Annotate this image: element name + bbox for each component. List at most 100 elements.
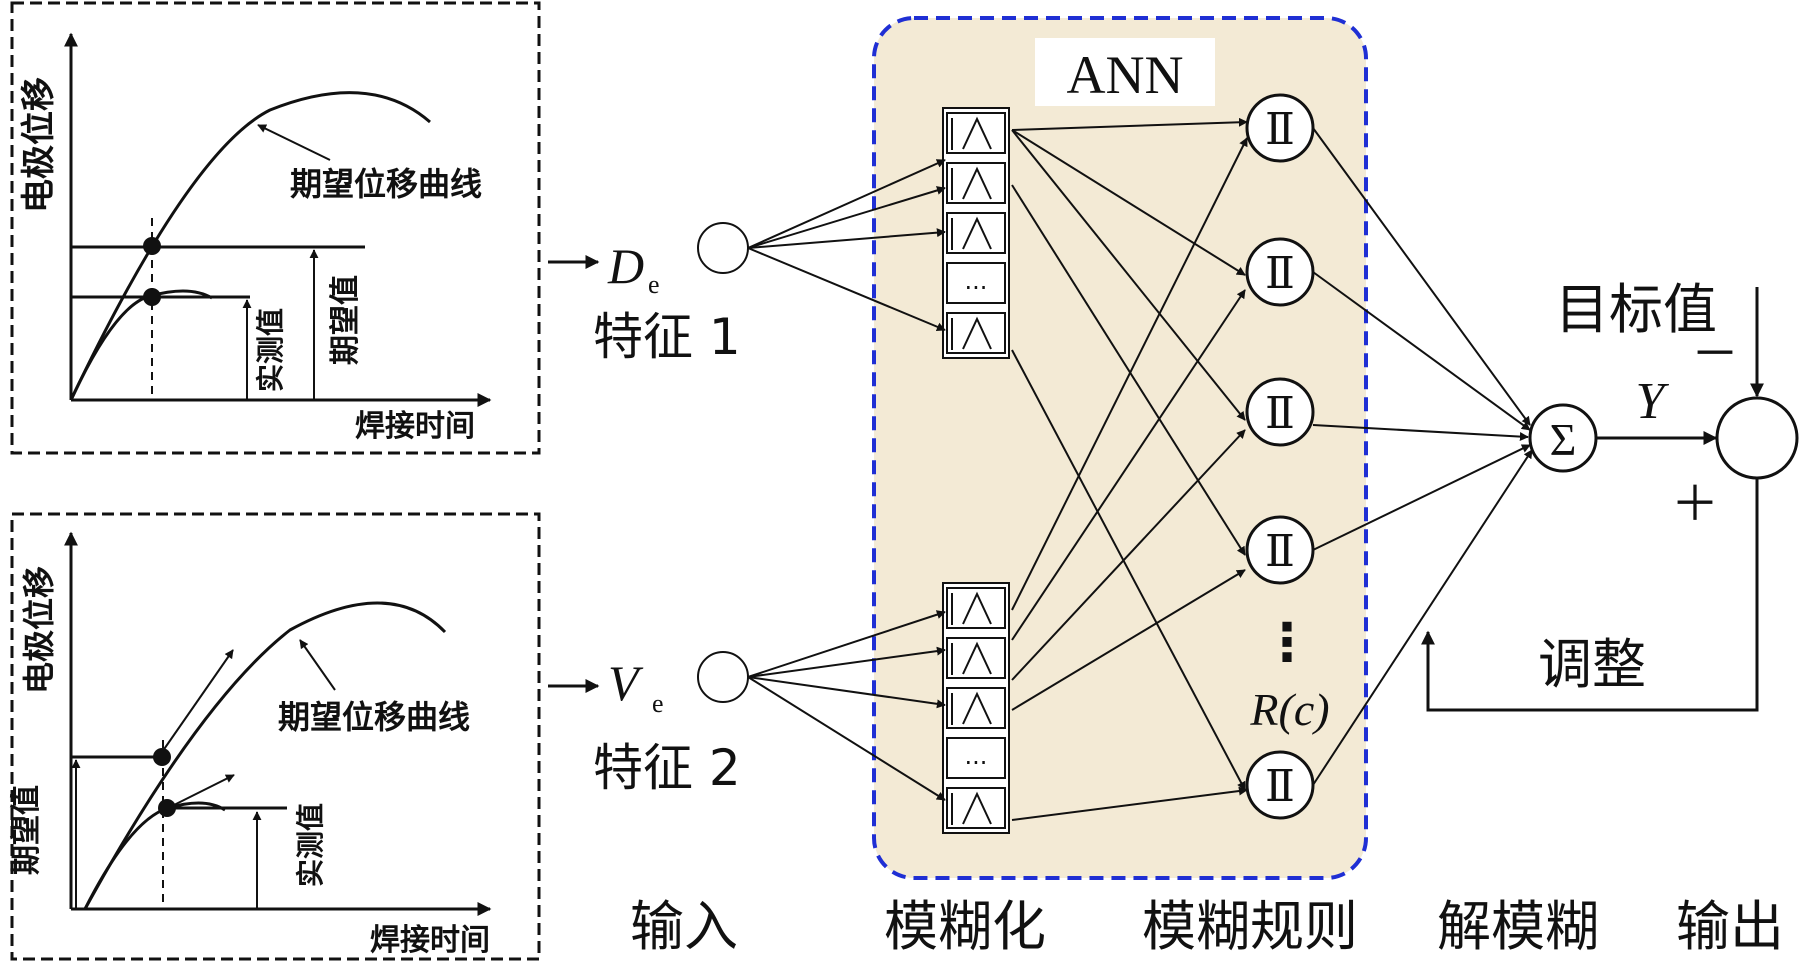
bottom-measured-curve bbox=[83, 801, 226, 910]
ve-subscript: e bbox=[652, 689, 664, 718]
svg-text:Ⅱ: Ⅱ bbox=[1265, 527, 1295, 576]
bottom-tangent-arrow-low bbox=[167, 774, 235, 809]
rule-node: Ⅱ bbox=[1245, 93, 1315, 163]
input-to-membership-links bbox=[747, 159, 946, 801]
stage-labels: 输入 模糊化 模糊规则 解模糊 输出 bbox=[630, 895, 1784, 958]
svg-text:Ⅱ: Ⅱ bbox=[1265, 249, 1295, 298]
membership-cell-ellipsis: ... bbox=[946, 262, 1006, 304]
top-expected-point bbox=[143, 237, 161, 255]
link bbox=[1011, 289, 1246, 641]
input-layer: D e 特征 1 V e 特征 2 bbox=[593, 222, 749, 797]
output-layer: Σ Y 目标值 － ＋ 调整 bbox=[1421, 278, 1799, 712]
link bbox=[1011, 429, 1246, 681]
rule-to-sum-links bbox=[1312, 127, 1533, 786]
membership-cell bbox=[946, 112, 1006, 154]
link bbox=[747, 646, 946, 678]
stage-label-fuzzification: 模糊化 bbox=[884, 895, 1046, 958]
link bbox=[747, 247, 946, 332]
svg-text:Ⅱ: Ⅱ bbox=[1265, 762, 1295, 811]
link bbox=[1312, 444, 1531, 551]
bottom-chart-panel: 电极位移 焊接时间 期望位移曲线 期望值 实测值 bbox=[9, 512, 541, 961]
top-panel-frame bbox=[10, 1, 541, 455]
membership-cell bbox=[946, 587, 1006, 629]
comparator-node bbox=[1715, 396, 1799, 480]
feature2-label: 特征 2 bbox=[593, 739, 741, 797]
link bbox=[1312, 271, 1531, 431]
bottom-tangent-arrow-top bbox=[159, 649, 234, 756]
rule-node: Ⅱ bbox=[1245, 377, 1315, 447]
link bbox=[1011, 137, 1248, 611]
adjust-label: 调整 bbox=[1538, 633, 1646, 696]
ann-label-box bbox=[1035, 38, 1215, 106]
link bbox=[747, 228, 946, 249]
bottom-panel-frame bbox=[10, 512, 541, 961]
plus-sign: ＋ bbox=[1671, 476, 1719, 532]
link bbox=[747, 676, 946, 709]
bottom-curve-label: 期望位移曲线 bbox=[278, 698, 470, 736]
bottom-expected-point bbox=[153, 748, 171, 766]
stage-label-defuzzification: 解模糊 bbox=[1437, 895, 1599, 958]
svg-text:Ⅱ: Ⅱ bbox=[1265, 389, 1295, 438]
top-curve-pointer bbox=[257, 124, 331, 161]
link bbox=[1011, 184, 1246, 556]
bottom-measured-point bbox=[158, 799, 176, 817]
link bbox=[1312, 424, 1529, 442]
minus-sign: － bbox=[1691, 326, 1739, 382]
membership-cell bbox=[946, 637, 1006, 679]
sum-symbol: Σ bbox=[1550, 414, 1577, 465]
membership-cell-ellipsis: ... bbox=[946, 737, 1006, 779]
bottom-expected-curve bbox=[83, 601, 447, 910]
link bbox=[1011, 117, 1248, 131]
de-letter: D bbox=[607, 238, 644, 294]
link bbox=[747, 676, 946, 801]
membership-stack-2: ... bbox=[942, 582, 1010, 834]
bottom-expected-label: 期望值 bbox=[9, 785, 44, 875]
membership-cell bbox=[946, 212, 1006, 254]
top-curve-label: 期望位移曲线 bbox=[290, 165, 482, 203]
stage-label-input: 输入 bbox=[630, 895, 738, 958]
stage-label-fuzzy-rules: 模糊规则 bbox=[1142, 895, 1358, 958]
bottom-curve-pointer bbox=[299, 639, 336, 691]
link bbox=[1011, 129, 1246, 276]
rule-node-label: R(c) bbox=[1249, 684, 1329, 735]
top-measured-point bbox=[143, 288, 161, 306]
stage-label-output: 输出 bbox=[1676, 895, 1784, 958]
rule-node: Ⅱ bbox=[1245, 237, 1315, 307]
link bbox=[1312, 449, 1533, 786]
target-label: 目标值 bbox=[1555, 278, 1717, 341]
top-expected-curve bbox=[69, 91, 431, 401]
rule-vertical-ellipsis: ⋮ bbox=[1261, 613, 1313, 673]
bottom-y-axis-label: 电极位移 bbox=[20, 566, 58, 694]
feedback-loop bbox=[1426, 478, 1759, 712]
link bbox=[1011, 786, 1248, 821]
feature1-label: 特征 1 bbox=[593, 308, 741, 366]
svg-text:...: ... bbox=[965, 267, 988, 295]
membership-to-rule-links bbox=[1011, 117, 1248, 821]
link bbox=[747, 159, 946, 249]
ve-letter: V bbox=[608, 655, 644, 711]
top-chart-panel: 电极位移 焊接时间 期望位移曲线 实测值 期望值 bbox=[10, 1, 541, 455]
bottom-measured-label: 实测值 bbox=[294, 803, 327, 887]
top-expected-label: 期望值 bbox=[328, 275, 363, 365]
rule-node: Ⅱ bbox=[1245, 515, 1315, 585]
de-subscript: e bbox=[648, 270, 660, 299]
link bbox=[1011, 569, 1246, 711]
svg-text:Ⅱ: Ⅱ bbox=[1265, 105, 1295, 154]
svg-text:...: ... bbox=[965, 742, 988, 770]
rule-layer: Ⅱ Ⅱ Ⅱ Ⅱ ⋮ R(c) Ⅱ bbox=[1245, 93, 1330, 820]
membership-cell bbox=[946, 312, 1006, 354]
top-x-axis-label: 焊接时间 bbox=[355, 409, 475, 444]
ann-label: ANN bbox=[1067, 45, 1184, 105]
membership-cell bbox=[946, 787, 1006, 829]
y-label: Y bbox=[1636, 373, 1670, 430]
de-input-node bbox=[697, 222, 749, 274]
membership-stack-1: ... bbox=[942, 107, 1010, 359]
membership-cell bbox=[946, 687, 1006, 729]
ve-input-node bbox=[697, 651, 749, 703]
bottom-x-axis-label: 焊接时间 bbox=[370, 923, 490, 958]
link bbox=[1011, 129, 1246, 421]
link bbox=[1312, 127, 1531, 426]
top-y-axis-label: 电极位移 bbox=[19, 77, 59, 213]
